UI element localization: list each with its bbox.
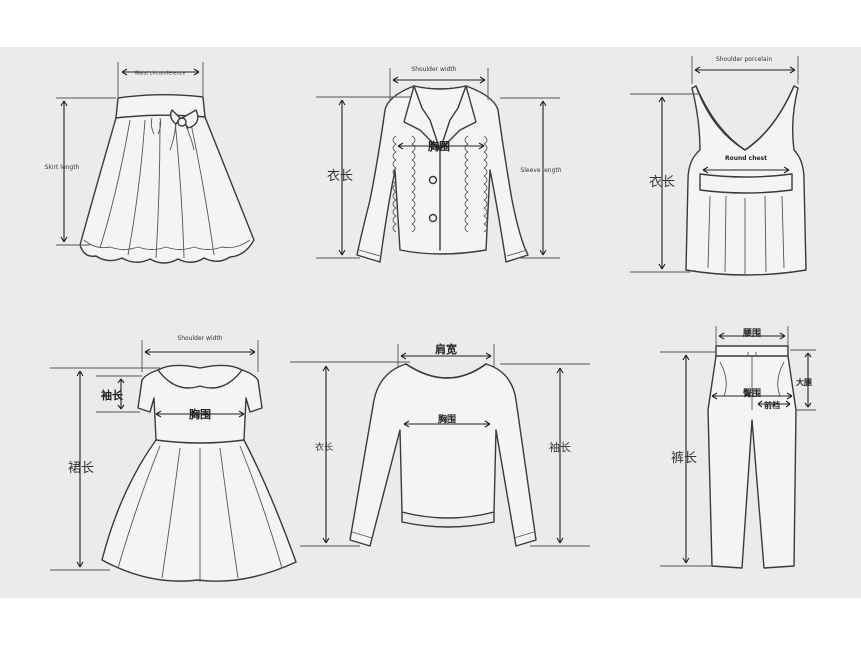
dress-chest-label: 胸围 xyxy=(189,407,211,421)
camisole-figure xyxy=(685,85,807,276)
pants-figure xyxy=(707,345,797,569)
pants-front-rise-label: 前裆 xyxy=(764,400,780,410)
dress-sleeve-label: 袖长 xyxy=(101,388,124,402)
dress-figure xyxy=(101,364,297,582)
skirt-length-label: Skirt length xyxy=(45,164,80,171)
jacket-chest-label: 胸围 xyxy=(428,139,450,153)
skirt-waist-label: Waist circumference xyxy=(135,71,186,77)
jacket-shoulder-label: Shoulder width xyxy=(411,66,456,73)
jacket-dimensions xyxy=(316,68,560,259)
dress-dimensions xyxy=(50,340,259,571)
pants-length-label: 裤长 xyxy=(671,451,697,466)
pants-dimensions xyxy=(660,326,816,567)
pants-hip-label: 臀围 xyxy=(743,388,761,399)
sweater-chest-label: 胸围 xyxy=(438,413,456,425)
jacket-figure xyxy=(356,85,529,263)
jacket-length-label: 衣长 xyxy=(327,168,353,184)
dress-length-label: 裙长 xyxy=(68,461,94,476)
sweater-shoulder-label: 肩宽 xyxy=(435,342,457,356)
sweater-sleeve-label: 袖长 xyxy=(549,440,571,454)
camisole-chest-label: Round chest xyxy=(725,155,767,162)
pants-waist-label: 腰围 xyxy=(742,328,761,339)
camisole-length-label: 衣长 xyxy=(649,174,675,190)
camisole-shoulder-label: Shoulder porcelain xyxy=(716,56,772,63)
sweater-dimensions xyxy=(290,344,590,547)
camisole-dimensions xyxy=(630,56,799,273)
skirt-dimensions xyxy=(56,62,204,246)
jacket-sleeve-label: Sleeve length xyxy=(520,167,561,174)
pants-thigh-label: 大腿 xyxy=(796,377,812,387)
sweater-length-label: 衣长 xyxy=(315,441,333,453)
dress-shoulder-label: Shoulder width xyxy=(177,335,222,342)
skirt-figure xyxy=(79,94,255,264)
sweater-figure xyxy=(349,363,537,547)
